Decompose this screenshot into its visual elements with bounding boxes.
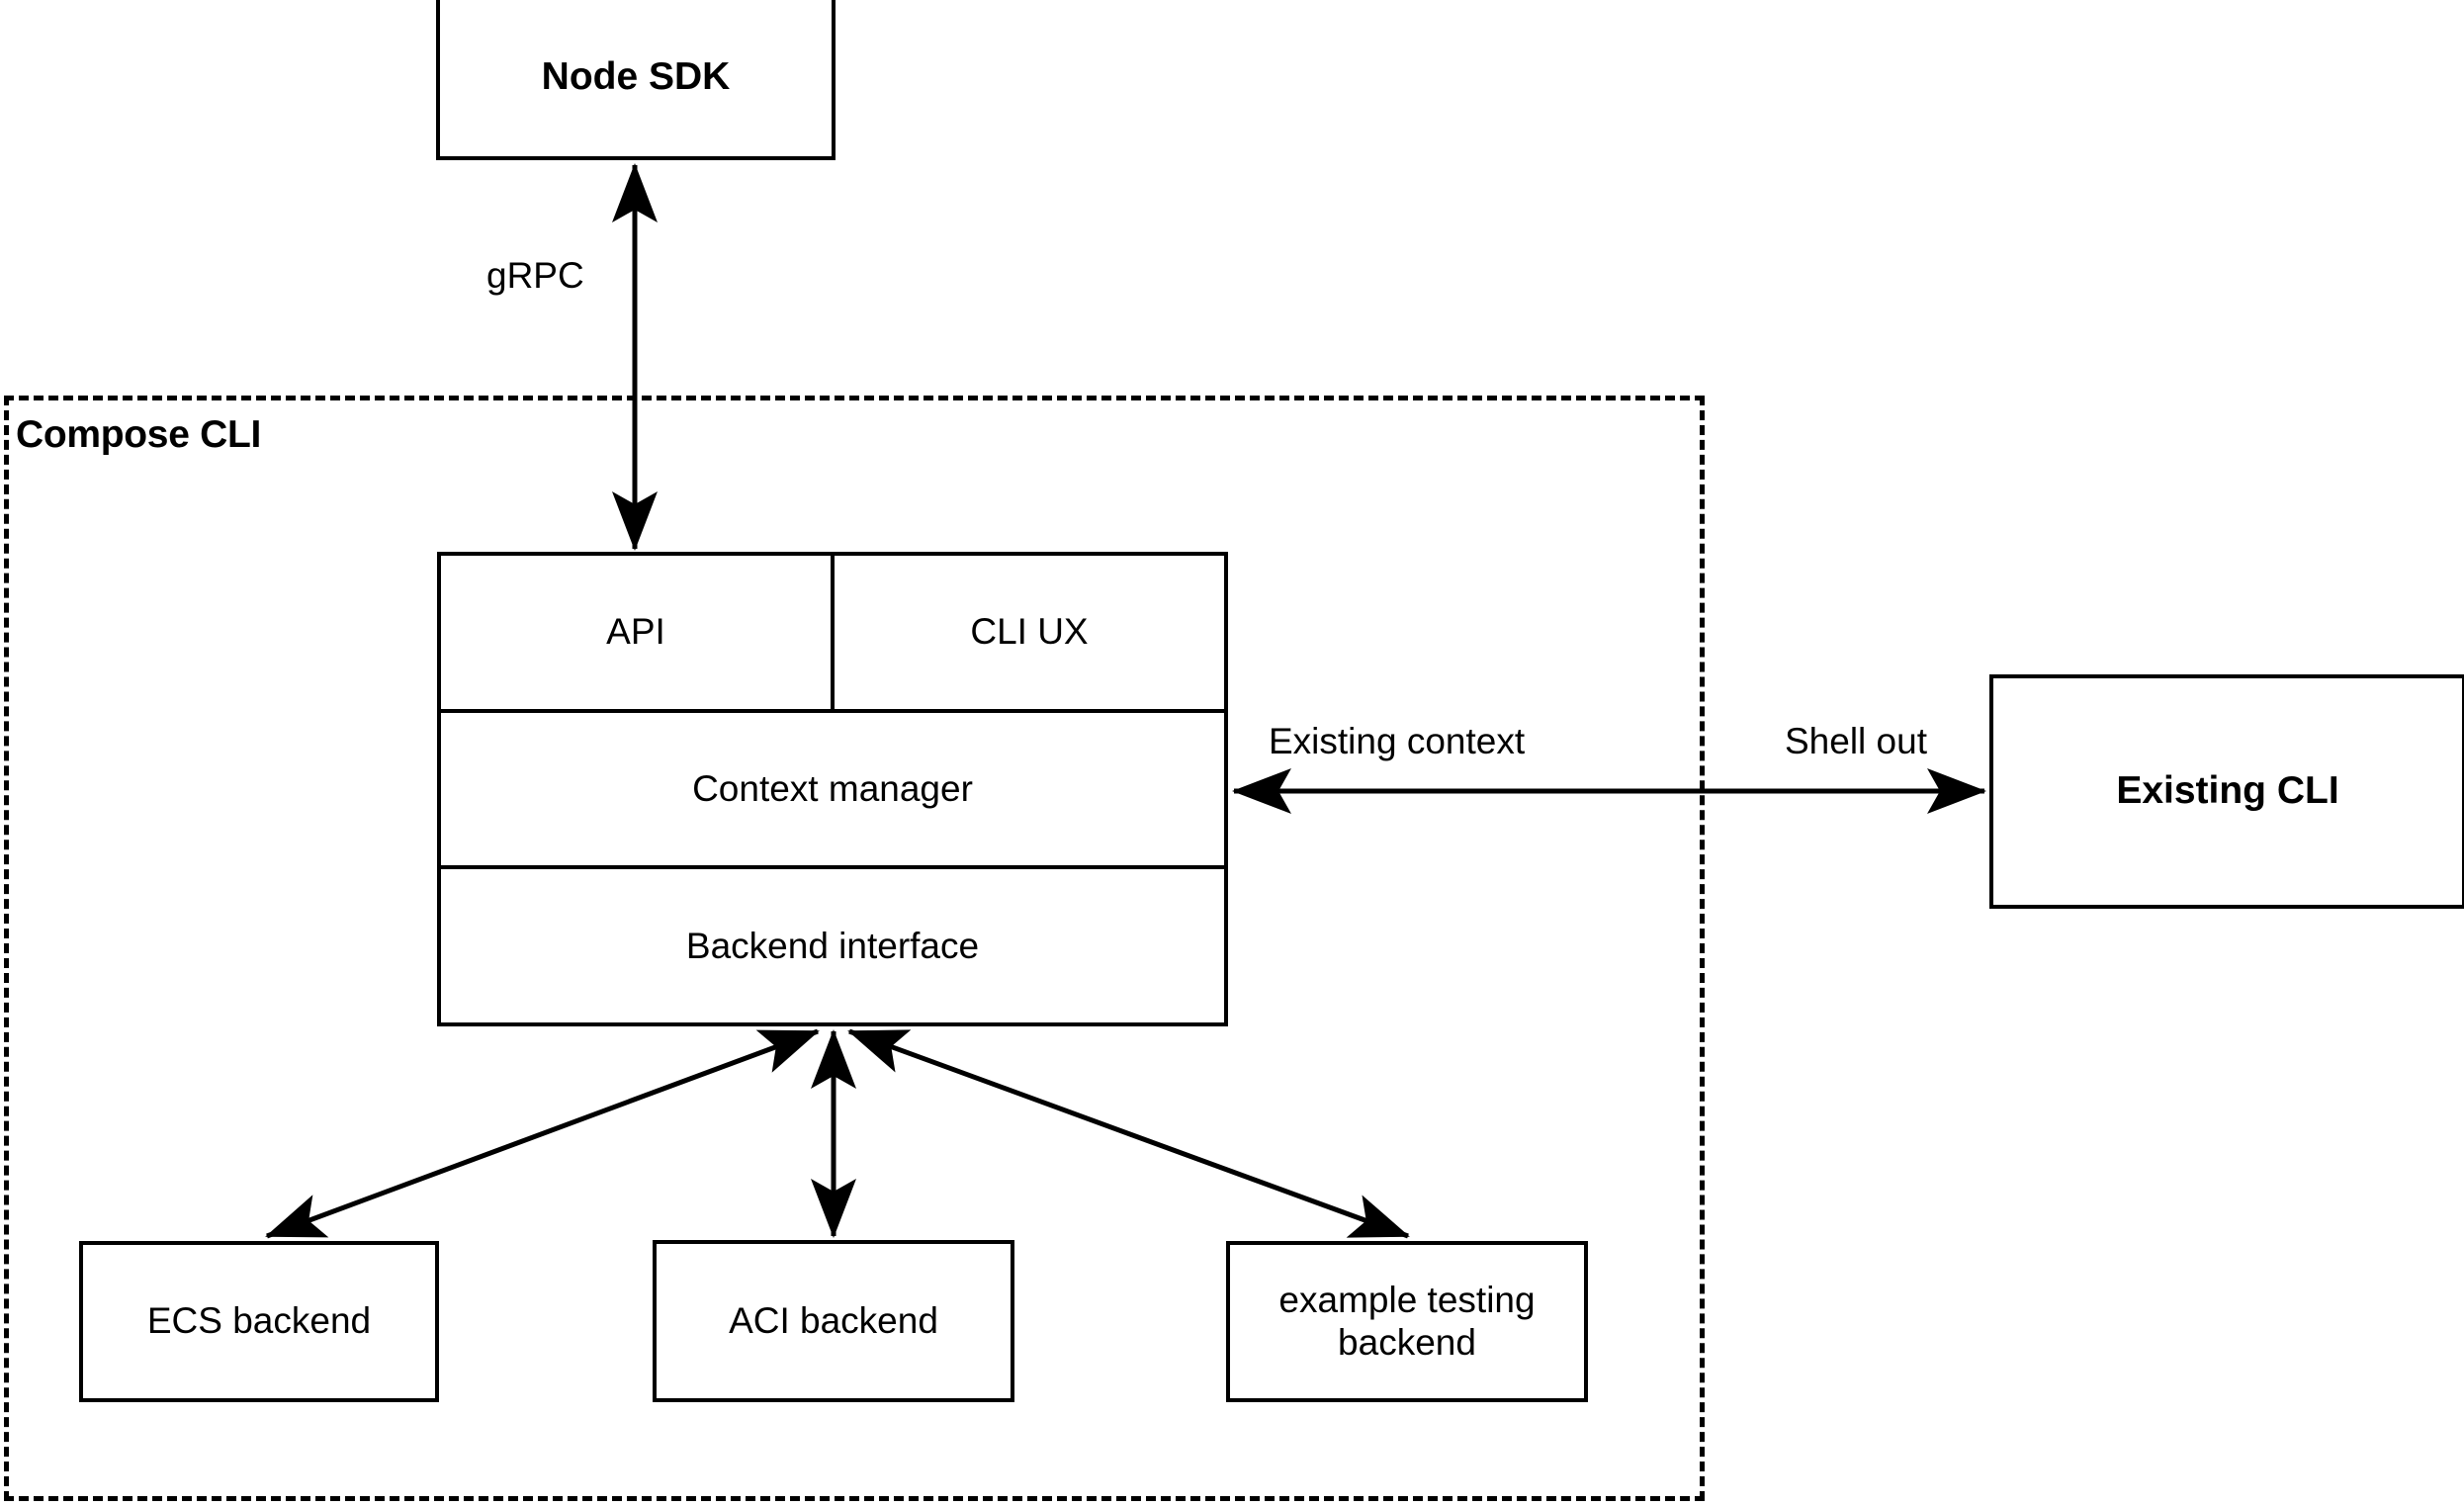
node-cli-ux-label: CLI UX	[970, 611, 1089, 653]
node-cli-ux[interactable]: CLI UX	[831, 556, 1224, 709]
node-context-manager[interactable]: Context manager	[441, 713, 1224, 866]
stack-row-context-manager: Context manager	[441, 708, 1224, 866]
node-aci-backend[interactable]: ACI backend	[653, 1240, 1014, 1402]
node-api[interactable]: API	[441, 556, 831, 709]
edge-label-shell-out: Shell out	[1785, 721, 1927, 761]
node-example-testing-backend-label: example testing backend	[1230, 1280, 1584, 1364]
node-backend-interface[interactable]: Backend interface	[441, 869, 1224, 1022]
edge-label-grpc: gRPC	[486, 255, 584, 296]
node-node-sdk[interactable]: Node SDK	[436, 0, 836, 160]
group-compose-cli-boundary	[4, 396, 1705, 1501]
node-existing-cli[interactable]: Existing CLI	[1989, 674, 2464, 909]
node-example-testing-backend-label-line1: example testing	[1278, 1279, 1536, 1320]
stack-row-interfaces: API CLI UX	[441, 556, 1224, 709]
node-node-sdk-label: Node SDK	[541, 54, 731, 98]
stack-compose-core: API CLI UX Context manager Backend inter…	[437, 552, 1228, 1026]
edge-label-existing-context: Existing context	[1269, 721, 1526, 761]
node-ecs-backend[interactable]: ECS backend	[79, 1241, 439, 1402]
stack-row-backend-interface: Backend interface	[441, 865, 1224, 1022]
group-compose-cli-label: Compose CLI	[16, 413, 262, 456]
node-api-label: API	[606, 611, 665, 653]
node-ecs-backend-label: ECS backend	[146, 1300, 372, 1342]
node-backend-interface-label: Backend interface	[685, 925, 980, 966]
node-example-testing-backend-label-line2: backend	[1338, 1321, 1476, 1363]
node-context-manager-label: Context manager	[692, 768, 973, 809]
node-existing-cli-label: Existing CLI	[2116, 769, 2339, 813]
node-aci-backend-label: ACI backend	[729, 1299, 938, 1341]
node-example-testing-backend[interactable]: example testing backend	[1226, 1241, 1588, 1402]
